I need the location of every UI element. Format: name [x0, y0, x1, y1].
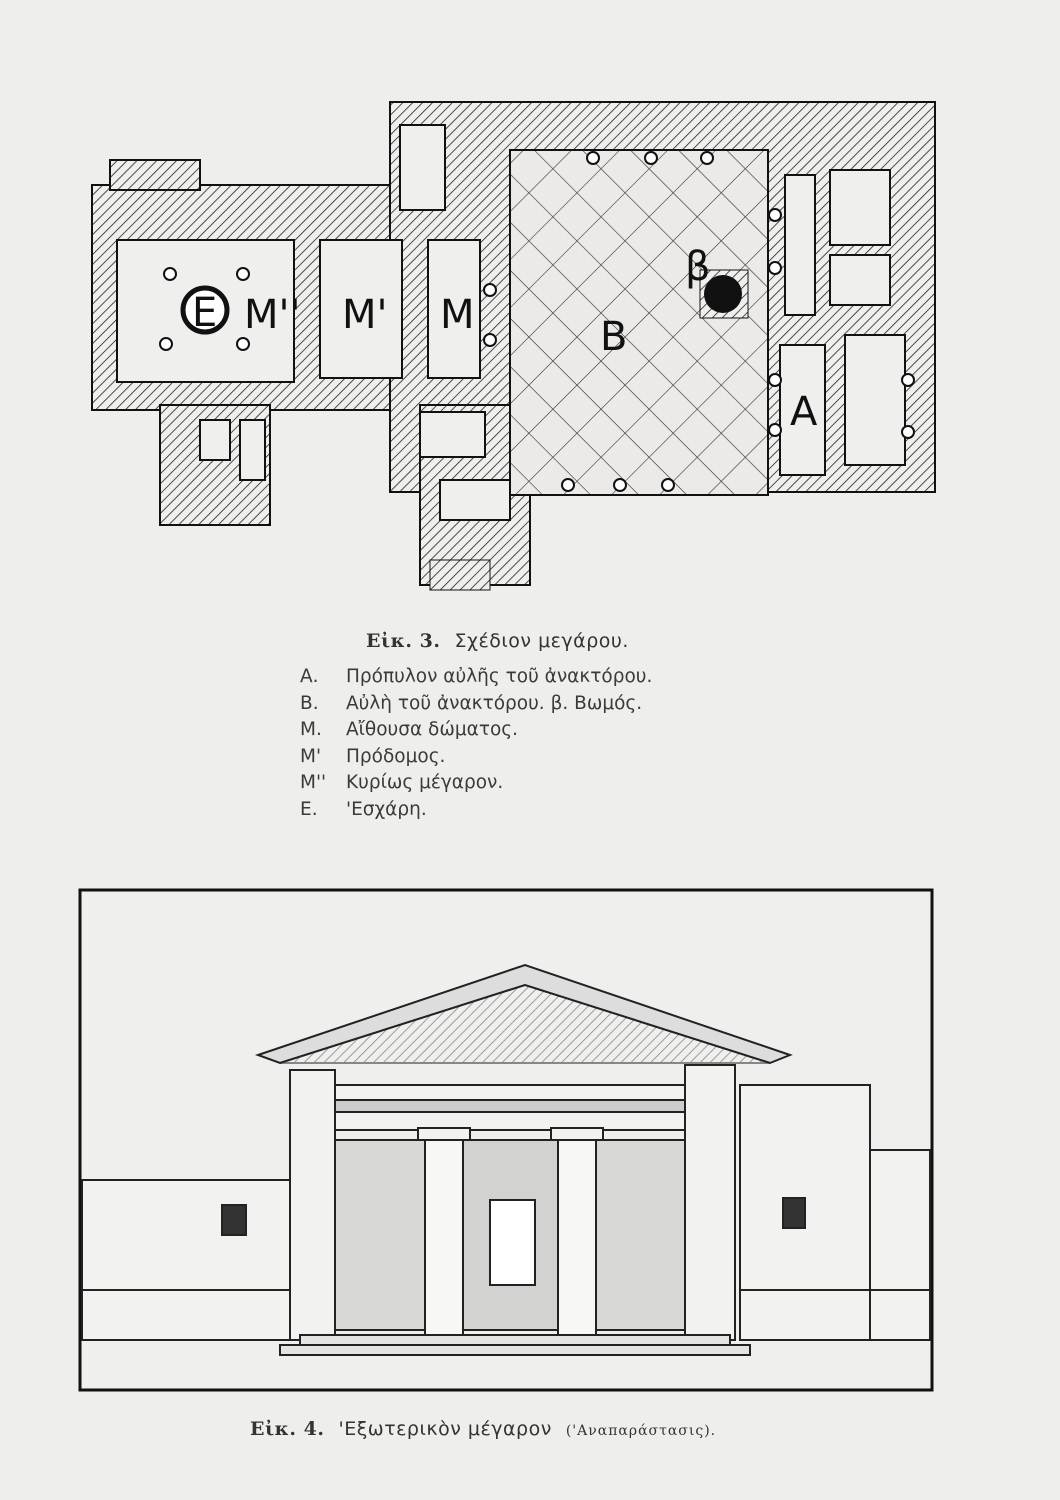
plan-label-m-double-prime: Μ''	[244, 292, 301, 338]
plan-label-beta: β	[685, 244, 711, 290]
altar	[704, 275, 742, 313]
legend-item: Α.Πρόπυλον αὐλῆς τοῦ ἀνακτόρου.	[300, 666, 653, 687]
legend-item: Μ''Κυρίως μέγαρον.	[300, 772, 504, 793]
legend-item: Ε.'Εσχάρη.	[300, 798, 427, 820]
plan-label-a: Α	[790, 389, 818, 435]
plan-label-m: Μ	[440, 292, 475, 338]
room-prodomos	[319, 239, 403, 379]
room-aithousa	[427, 239, 481, 379]
hearth	[180, 285, 230, 335]
figure-3-legend: Α.Πρόπυλον αὐλῆς τοῦ ἀνακτόρου. Β.Αὐλὴ τ…	[300, 664, 652, 823]
plan-label-e: Ε	[192, 290, 217, 336]
figure-4-caption: Εἰκ. 4.'Εξωτερικὸν μέγαρον('Αναπαράστασι…	[250, 1418, 717, 1440]
legend-item: Β.Αὐλὴ τοῦ ἀνακτόρου. β. Βωμός.	[300, 692, 643, 714]
room-propylon	[779, 344, 826, 476]
courtyard	[509, 149, 769, 496]
legend-item: Μ.Αἴθουσα δώματος.	[300, 719, 519, 740]
plan-columns	[159, 151, 915, 492]
plan-label-b: Β	[600, 314, 627, 360]
legend-item: Μ'Πρόδομος.	[300, 745, 446, 767]
figure-3-caption: Εἰκ. 3.Σχέδιον μεγάρου.	[366, 630, 629, 652]
plan-label-m-prime: Μ'	[342, 292, 388, 338]
